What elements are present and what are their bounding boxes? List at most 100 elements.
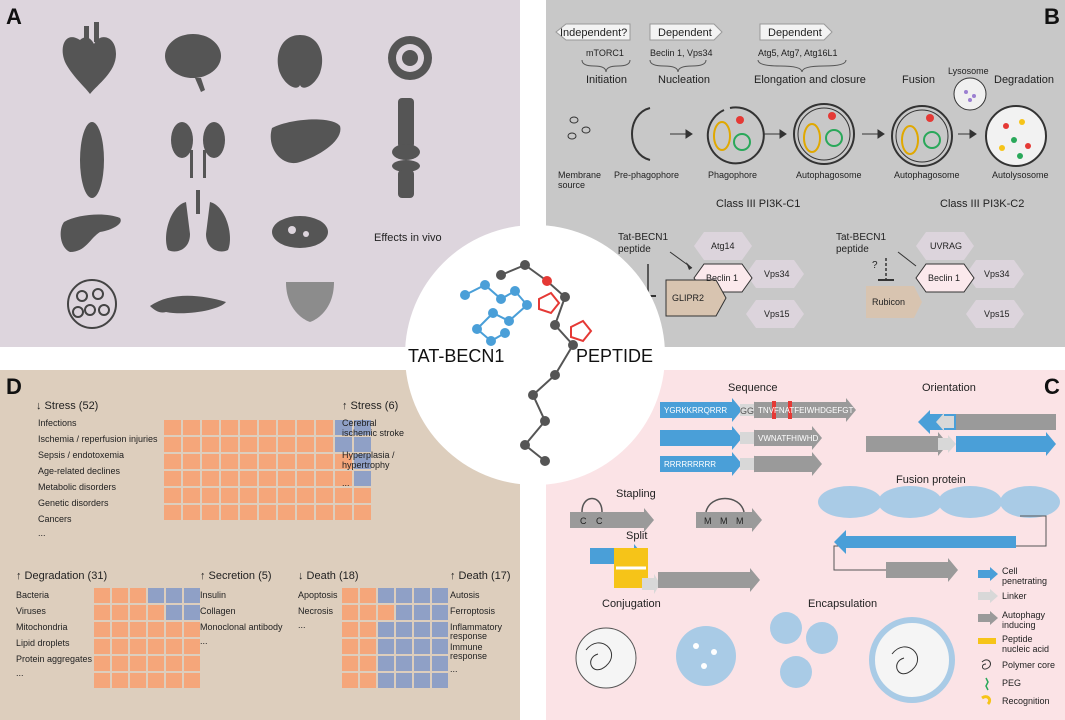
stapling-title: Stapling bbox=[616, 488, 656, 500]
waffle-cell bbox=[360, 673, 376, 688]
center-label-right: PEPTIDE bbox=[576, 346, 654, 366]
waffle-cell bbox=[378, 673, 394, 688]
waffle-cell bbox=[164, 454, 181, 469]
waffle-cell bbox=[259, 505, 276, 520]
tat-becn1-label-2: Tat-BECN1 bbox=[836, 232, 887, 243]
waffle-cell bbox=[148, 673, 164, 688]
waffle-cell bbox=[342, 605, 358, 620]
waffle-cell bbox=[432, 588, 448, 603]
list-item: Insulin bbox=[200, 590, 227, 600]
death-up-title: ↑ Death (17) bbox=[450, 570, 511, 582]
waffle-cell bbox=[432, 639, 448, 654]
waffle-cell bbox=[94, 605, 110, 620]
death-waffle-grid bbox=[342, 588, 448, 688]
vps15-label-2: Vps15 bbox=[984, 309, 1010, 319]
waffle-cell bbox=[112, 588, 128, 603]
panel-c-label: C bbox=[1044, 374, 1060, 399]
waffle-cell bbox=[166, 588, 182, 603]
waffle-cell bbox=[221, 437, 238, 452]
panel-d: D ↓ Stress (52) Infections Ischemia / re… bbox=[0, 370, 520, 720]
legend-item: Linker bbox=[1002, 591, 1027, 601]
uvrag-label: UVRAG bbox=[930, 241, 963, 251]
list-item: response bbox=[450, 631, 488, 641]
stress-waffle-grid bbox=[164, 420, 371, 520]
legend-item: nucleic acid bbox=[1002, 644, 1050, 654]
waffle-cell bbox=[183, 488, 200, 503]
waffle-cell bbox=[335, 454, 352, 469]
waffle-cell bbox=[130, 673, 146, 688]
stage-fusion: Fusion bbox=[902, 74, 936, 86]
waffle-cell bbox=[94, 639, 110, 654]
waffle-cell bbox=[432, 656, 448, 671]
waffle-cell bbox=[360, 622, 376, 637]
list-item: Age-related declines bbox=[38, 466, 121, 476]
waffle-cell bbox=[166, 622, 182, 637]
waffle-cell bbox=[202, 420, 219, 435]
autophagosome-label-2: Autophagosome bbox=[894, 170, 960, 180]
waffle-cell bbox=[278, 437, 295, 452]
membrane-label: Membrane bbox=[558, 170, 602, 180]
list-item: Collagen bbox=[200, 606, 236, 616]
legend-item: PEG bbox=[1002, 678, 1022, 688]
zebrafish-icon bbox=[150, 295, 226, 314]
list-item: Cancers bbox=[38, 514, 72, 524]
waffle-cell bbox=[202, 471, 219, 486]
waffle-cell bbox=[432, 622, 448, 637]
encapsulation-title: Encapsulation bbox=[808, 598, 878, 610]
waffle-cell bbox=[148, 588, 164, 603]
stress-down-title: ↓ Stress (52) bbox=[36, 400, 99, 412]
phagophore-label: Phagophore bbox=[708, 170, 758, 180]
stage-nucleation: Nucleation bbox=[658, 74, 710, 86]
waffle-cell bbox=[354, 420, 371, 435]
waffle-cell bbox=[278, 471, 295, 486]
list-item: Cerebral bbox=[342, 418, 377, 428]
list-item: Monoclonal antibody bbox=[200, 622, 283, 632]
waffle-cell bbox=[164, 471, 181, 486]
waffle-cell bbox=[202, 437, 219, 452]
waffle-cell bbox=[259, 420, 276, 435]
beclin-label-2: Beclin 1 bbox=[928, 273, 961, 283]
waffle-cell bbox=[360, 588, 376, 603]
organ-icons bbox=[60, 22, 432, 329]
waffle-cell bbox=[164, 505, 181, 520]
list-item: Immune bbox=[450, 642, 483, 652]
waffle-cell bbox=[259, 488, 276, 503]
waffle-cell bbox=[240, 420, 257, 435]
staple-m-label-3: M bbox=[736, 516, 744, 526]
waffle-cell bbox=[316, 454, 333, 469]
legend-item: inducing bbox=[1002, 620, 1036, 630]
waffle-cell bbox=[414, 622, 430, 637]
waffle-cell bbox=[378, 639, 394, 654]
waffle-cell bbox=[259, 437, 276, 452]
peptide-structure-graphic bbox=[460, 260, 593, 466]
list-item: Protein aggregates bbox=[16, 654, 93, 664]
autophagy-pathway-graphic bbox=[555, 23, 1047, 328]
waffle-cell bbox=[335, 505, 352, 520]
class-iii-c1-title: Class III PI3K-C1 bbox=[716, 198, 801, 210]
waffle-cell bbox=[414, 673, 430, 688]
atg14-label: Atg14 bbox=[711, 241, 735, 251]
split-title: Split bbox=[626, 530, 648, 542]
waffle-cell bbox=[342, 622, 358, 637]
pancreas-icon bbox=[60, 214, 121, 252]
waffle-cell bbox=[335, 437, 352, 452]
waffle-cell bbox=[354, 488, 371, 503]
waffle-cell bbox=[414, 588, 430, 603]
waffle-cell bbox=[297, 420, 314, 435]
waffle-cell bbox=[166, 673, 182, 688]
waffle-cell bbox=[259, 454, 276, 469]
waffle-cell bbox=[112, 656, 128, 671]
waffle-cell bbox=[164, 420, 181, 435]
fusion-protein-title: Fusion protein bbox=[896, 474, 966, 486]
waffle-cell bbox=[183, 505, 200, 520]
panel-d-label: D bbox=[6, 374, 22, 399]
list-item: response bbox=[450, 651, 488, 661]
waffle-cell bbox=[414, 605, 430, 620]
waffle-cell bbox=[183, 437, 200, 452]
waffle-cell bbox=[278, 505, 295, 520]
waffle-cell bbox=[240, 454, 257, 469]
staple-c-label-1: C bbox=[580, 516, 587, 526]
center-label-left: TAT-BECN1 bbox=[408, 346, 505, 366]
waffle-cell bbox=[94, 622, 110, 637]
tag-independent: Independent? bbox=[560, 27, 628, 39]
